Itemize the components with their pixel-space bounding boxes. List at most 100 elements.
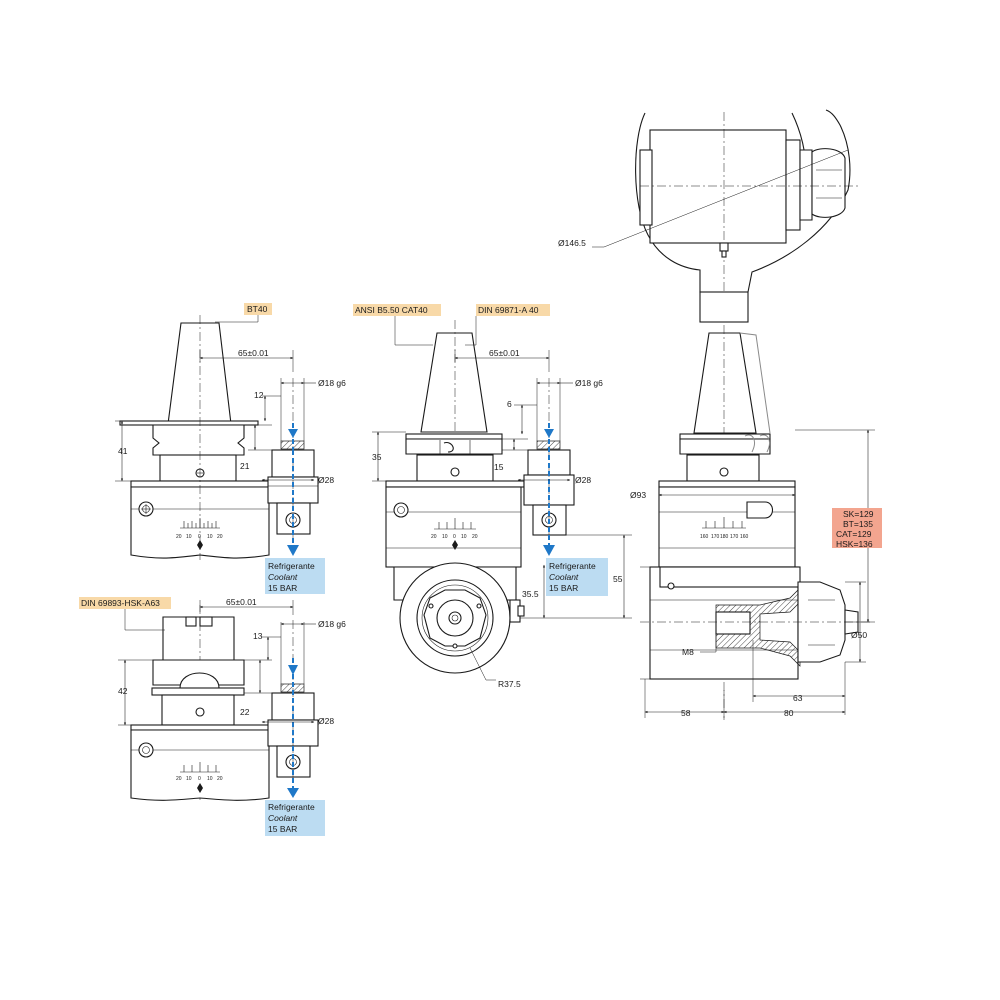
tag-ansi-text: ANSI B5.50 CAT40 bbox=[355, 305, 428, 315]
side-swing-dim: Ø146.5 bbox=[558, 238, 586, 248]
cat40-scale-4: 20 bbox=[472, 534, 478, 540]
cat40-coolant-l1: Refrigerante bbox=[549, 561, 596, 571]
cat40-dim-c: 15 bbox=[494, 462, 504, 472]
side-scale-1: 170 bbox=[711, 534, 720, 540]
side-scale-2: 180 bbox=[720, 534, 729, 540]
cat40-coolant-l3: 15 BAR bbox=[549, 583, 578, 593]
bt40-flange-top bbox=[119, 420, 259, 426]
view-side: Ø146.5 160 170 180 170 160 bbox=[558, 109, 882, 720]
cat40-coolant-box bbox=[546, 558, 608, 596]
cat40-coolant-l2: Coolant bbox=[549, 572, 579, 582]
bt40-dim-b: 41 bbox=[118, 446, 128, 456]
side-body-top bbox=[658, 480, 796, 488]
tag-length-hsk: HSK=136 bbox=[836, 539, 873, 549]
side-collet-nut bbox=[797, 581, 846, 663]
cat40-radius-dim: R37.5 bbox=[498, 679, 521, 689]
hsk-coolant-l2: Coolant bbox=[268, 813, 298, 823]
bt40-shank-dim: Ø18 g6 bbox=[318, 378, 346, 388]
tag-hsk bbox=[79, 597, 171, 609]
bt40-taper bbox=[167, 322, 232, 425]
cat40-taper bbox=[420, 332, 488, 433]
cat40-lock-screw bbox=[393, 502, 409, 518]
hsk-flange-bottom bbox=[151, 687, 245, 696]
cat40-scale-3: 10 bbox=[461, 534, 467, 540]
hsk-scale-3: 10 bbox=[207, 776, 213, 782]
side-body-dim: Ø93 bbox=[630, 490, 646, 500]
hsk-coolant-l3: 15 BAR bbox=[268, 824, 297, 834]
cat40-dim-e: 55 bbox=[613, 574, 623, 584]
hsk-neck-screw bbox=[195, 707, 205, 717]
view-cat40: 20 10 0 10 20 bbox=[353, 304, 632, 689]
bt40-scale-3: 10 bbox=[207, 534, 213, 540]
side-d63-dim: 63 bbox=[793, 693, 803, 703]
cat40-scale-1: 10 bbox=[442, 534, 448, 540]
tag-lengths bbox=[832, 508, 882, 548]
side-taper bbox=[693, 332, 757, 434]
tag-bt40 bbox=[244, 303, 272, 315]
hsk-scale-4: 20 bbox=[217, 776, 223, 782]
cat40-flange-top bbox=[405, 433, 503, 440]
cat40-dim-d: 35.5 bbox=[522, 589, 539, 599]
side-key bbox=[746, 501, 774, 519]
hsk-coolant-box bbox=[265, 800, 325, 836]
hsk-scale-2: 0 bbox=[198, 776, 201, 782]
bt40-dim-a: 12 bbox=[254, 390, 264, 400]
bt40-coolant-l2: Coolant bbox=[268, 572, 298, 582]
cat40-scale-0: 20 bbox=[431, 534, 437, 540]
bt40-coolant-box bbox=[265, 558, 325, 594]
bt40-scale-4: 20 bbox=[217, 534, 223, 540]
hsk-dim-c: 22 bbox=[240, 707, 250, 717]
hsk-dim-b: 42 bbox=[118, 686, 128, 696]
side-top-nut bbox=[811, 148, 846, 218]
cat40-shank-dim: Ø18 g6 bbox=[575, 378, 603, 388]
side-d58-dim: 58 bbox=[681, 708, 691, 718]
cat40-neck-screw bbox=[450, 467, 460, 477]
bt40-scale-0: 20 bbox=[176, 534, 182, 540]
cat40-nut-dim: Ø28 bbox=[575, 475, 591, 485]
cat40-flange bbox=[405, 438, 503, 455]
cat40-dim-b: 35 bbox=[372, 452, 382, 462]
hsk-body-top bbox=[130, 724, 270, 731]
side-scale-4: 160 bbox=[740, 534, 749, 540]
side-flange-top bbox=[679, 433, 771, 440]
cat40-angle-scale: 20 10 0 10 20 bbox=[431, 518, 478, 550]
tag-ansi bbox=[353, 304, 441, 316]
bt40-flange bbox=[152, 424, 245, 456]
tag-bt40-text: BT40 bbox=[247, 304, 268, 314]
hsk-angle-scale: 20 10 0 10 20 bbox=[176, 762, 223, 793]
hsk-nut-dim: Ø28 bbox=[318, 716, 334, 726]
bt40-coolant-l1: Refrigerante bbox=[268, 561, 315, 571]
bt40-neck bbox=[159, 454, 237, 482]
cat40-body-top bbox=[385, 480, 525, 488]
bt40-coolant-arrow bbox=[287, 545, 299, 556]
hsk-shank-dim: Ø18 g6 bbox=[318, 619, 346, 629]
side-nose-dim: Ø50 bbox=[851, 630, 867, 640]
hsk-collar bbox=[179, 672, 220, 689]
side-scale-3: 170 bbox=[730, 534, 739, 540]
side-d80-dim: 80 bbox=[784, 708, 794, 718]
side-scale-0: 160 bbox=[700, 534, 709, 540]
hsk-lock-screw bbox=[138, 742, 154, 758]
side-body bbox=[658, 486, 796, 568]
view-bt40: 20 10 0 10 20 65±0.01 Ø18 g6 12 bbox=[115, 303, 346, 594]
side-top-body bbox=[649, 129, 787, 244]
hsk-coolant-arrow bbox=[287, 788, 299, 798]
bt40-coolant-l3: 15 BAR bbox=[268, 583, 297, 593]
hsk-dim-a: 13 bbox=[253, 631, 263, 641]
view-hsk: 20 10 0 10 20 65±0.01 Ø18 g6 13 42 bbox=[79, 597, 346, 836]
tag-length-sk: SK=129 bbox=[843, 509, 874, 519]
bt40-scale-2: 0 bbox=[198, 534, 201, 540]
cat40-body bbox=[385, 486, 522, 568]
cat40-scale-2: 0 bbox=[453, 534, 456, 540]
side-flange bbox=[679, 438, 771, 455]
hsk-coolant-l1: Refrigerante bbox=[268, 802, 315, 812]
hsk-offset-dim: 65±0.01 bbox=[226, 597, 257, 607]
tag-din-a40-text: DIN 69871-A 40 bbox=[478, 305, 539, 315]
tag-hsk-text: DIN 69893-HSK-A63 bbox=[81, 598, 160, 608]
bt40-angle-scale: 20 10 0 10 20 bbox=[176, 518, 223, 550]
tag-length-bt: BT=135 bbox=[843, 519, 873, 529]
tag-din-a40 bbox=[476, 304, 550, 316]
cat40-offset-dim: 65±0.01 bbox=[489, 348, 520, 358]
bt40-dim-c: 21 bbox=[240, 461, 250, 471]
